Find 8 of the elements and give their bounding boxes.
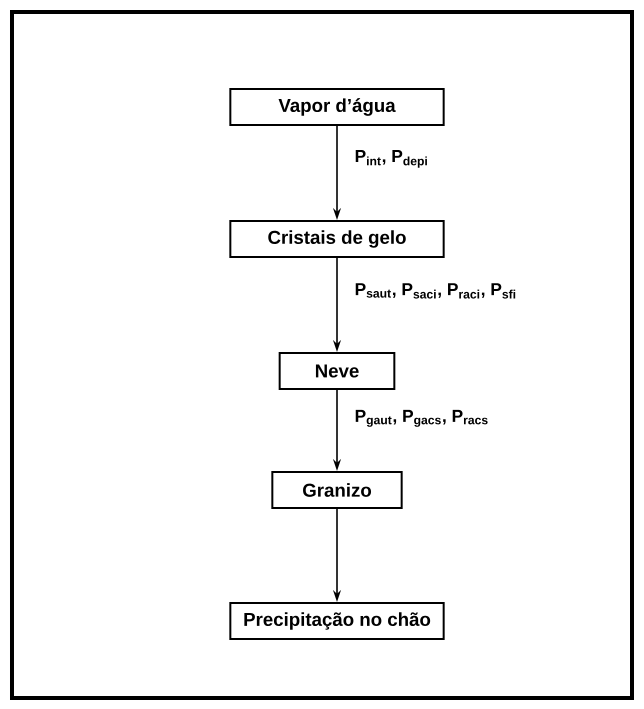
edge-label: P$_{int}$, P$_{depi}$ xyxy=(356,150,427,168)
process-box: Neve xyxy=(278,352,396,390)
edge-label: P$_{saut}$, P$_{saci}$, P$_{raci}$, P$_{sfi}$ xyxy=(356,283,516,299)
edge-label: P$_{gaut}$, P$_{gacs}$, P$_{racs}$ xyxy=(356,410,488,427)
process-box: Precipitação no chão xyxy=(229,602,445,640)
process-box: Cristais de gelo xyxy=(229,220,445,258)
process-box: Vapor d’água xyxy=(229,88,445,126)
process-box: Granizo xyxy=(271,471,403,509)
